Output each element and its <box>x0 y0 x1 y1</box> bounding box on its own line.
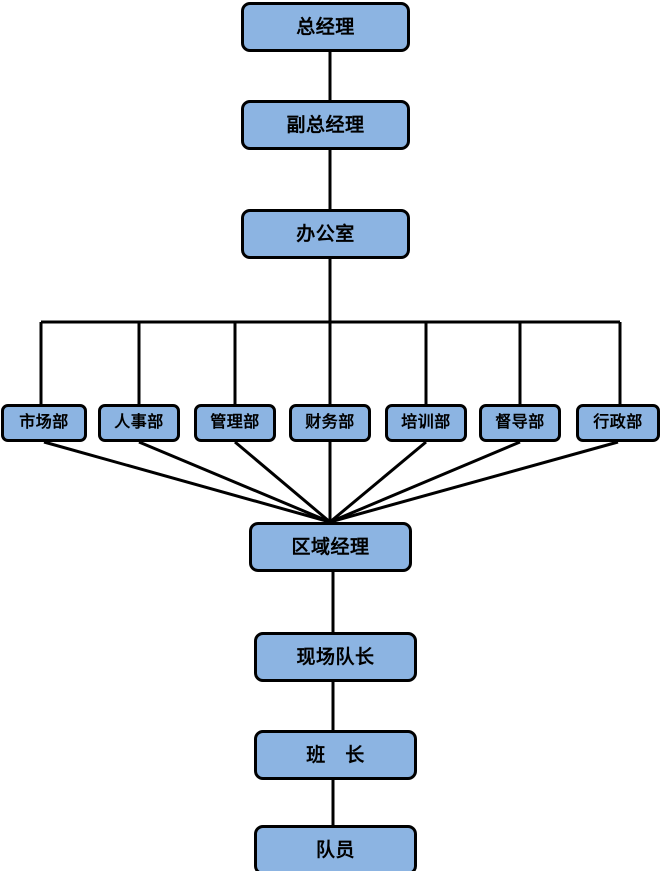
node-office[interactable]: 办公室 <box>241 209 410 259</box>
connector-fan-6 <box>329 440 521 524</box>
node-department-2[interactable]: 人事部 <box>98 404 180 442</box>
node-department-6-label: 督导部 <box>495 414 545 431</box>
node-department-1-label: 市场部 <box>19 414 69 431</box>
node-department-1[interactable]: 市场部 <box>1 404 87 442</box>
node-shift-leader-label: 班 长 <box>306 744 365 766</box>
connector-fan-2 <box>138 440 331 524</box>
node-shift-leader[interactable]: 班 长 <box>254 730 417 780</box>
node-general-manager-label: 总经理 <box>296 16 355 38</box>
node-department-3[interactable]: 管理部 <box>194 404 276 442</box>
node-team-member[interactable]: 队员 <box>254 825 417 871</box>
node-regional-manager-label: 区域经理 <box>291 536 370 558</box>
node-department-4-label: 财务部 <box>305 414 355 431</box>
node-department-7[interactable]: 行政部 <box>576 404 660 442</box>
connector-fan-1 <box>43 440 331 524</box>
node-department-3-label: 管理部 <box>210 414 260 431</box>
node-general-manager[interactable]: 总经理 <box>241 2 410 52</box>
node-department-6[interactable]: 督导部 <box>479 404 561 442</box>
node-department-7-label: 行政部 <box>593 414 643 431</box>
node-site-team-leader-label: 现场队长 <box>296 646 375 668</box>
connector-fan-7 <box>329 440 619 524</box>
connector-fan-3 <box>234 440 331 524</box>
node-department-5-label: 培训部 <box>401 414 451 431</box>
node-department-5[interactable]: 培训部 <box>385 404 467 442</box>
node-regional-manager[interactable]: 区域经理 <box>249 522 412 572</box>
node-site-team-leader[interactable]: 现场队长 <box>254 632 417 682</box>
connector-fan-5 <box>329 440 427 524</box>
node-department-2-label: 人事部 <box>114 414 164 431</box>
node-deputy-general-manager[interactable]: 副总经理 <box>241 100 410 150</box>
node-department-4[interactable]: 财务部 <box>289 404 371 442</box>
node-deputy-general-manager-label: 副总经理 <box>286 114 365 136</box>
node-team-member-label: 队员 <box>315 839 355 861</box>
node-office-label: 办公室 <box>296 223 355 245</box>
